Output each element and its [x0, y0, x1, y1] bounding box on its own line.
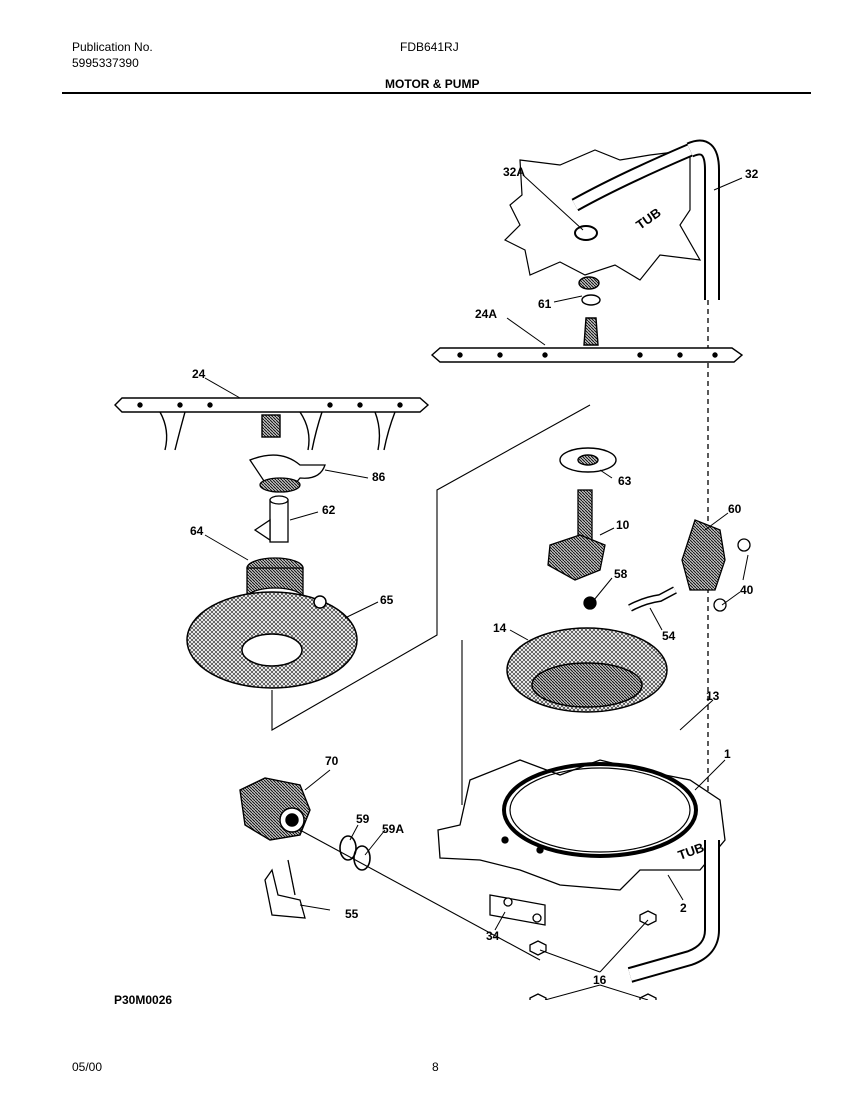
callout-59: 59 — [356, 812, 370, 826]
callout-59a: 59A — [382, 822, 404, 836]
callout-70: 70 — [325, 754, 339, 768]
callout-24a: 24A — [475, 307, 497, 321]
mounting-bracket — [489, 836, 546, 926]
lower-tub-section: TUB — [437, 759, 726, 891]
callout-32: 32 — [745, 167, 759, 181]
hex-nuts — [529, 910, 657, 1000]
exploded-parts-diagram: TUB — [114, 139, 759, 1000]
upper-spray-arm — [430, 276, 744, 363]
callout-32a: 32A — [503, 165, 525, 179]
motor-bracket — [264, 859, 306, 919]
callout-leaders — [204, 174, 749, 1000]
pump-sump — [506, 627, 668, 713]
callout-40: 40 — [740, 583, 754, 597]
lower-tube — [253, 495, 289, 543]
drawing-id: P30M0026 — [114, 993, 173, 1007]
pump-housing — [547, 489, 606, 610]
pump-motor — [239, 777, 311, 841]
callout-63: 63 — [618, 474, 632, 488]
callout-54: 54 — [662, 629, 676, 643]
section-title: MOTOR & PUMP — [385, 77, 480, 91]
lower-drain-tube — [627, 840, 720, 983]
callout-1: 1 — [724, 747, 731, 761]
callout-10: 10 — [616, 518, 630, 532]
model-number: FDB641RJ — [400, 40, 459, 54]
assembly-guide-lines — [271, 404, 591, 961]
callout-64: 64 — [190, 524, 204, 538]
lower-spray-arm — [114, 397, 430, 451]
spray-arm-hub — [249, 454, 326, 493]
header-rule — [62, 92, 811, 94]
callout-16: 16 — [593, 973, 607, 987]
callout-24: 24 — [192, 367, 206, 381]
fill-valve — [628, 519, 751, 612]
callout-60: 60 — [728, 502, 742, 516]
callout-58: 58 — [614, 567, 628, 581]
callout-65: 65 — [380, 593, 394, 607]
filter-screen — [186, 591, 358, 689]
callout-labels: 32A 32 61 24A 24 86 62 64 65 63 10 60 58… — [190, 165, 759, 987]
publication-label: Publication No. — [72, 40, 153, 54]
impeller-cover — [559, 447, 617, 473]
callout-13: 13 — [706, 689, 720, 703]
seal-rings — [339, 835, 371, 871]
callout-62: 62 — [322, 503, 336, 517]
publication-number: 5995337390 — [72, 56, 139, 70]
callout-61: 61 — [538, 297, 552, 311]
callout-55: 55 — [345, 907, 359, 921]
callout-34: 34 — [486, 929, 500, 943]
footer-date: 05/00 — [72, 1060, 103, 1074]
callout-14: 14 — [493, 621, 507, 635]
page-number: 8 — [432, 1060, 439, 1074]
callout-2: 2 — [680, 901, 687, 915]
callout-86: 86 — [372, 470, 386, 484]
tube-collar — [574, 225, 598, 241]
upper-tub-section: TUB — [503, 143, 702, 281]
